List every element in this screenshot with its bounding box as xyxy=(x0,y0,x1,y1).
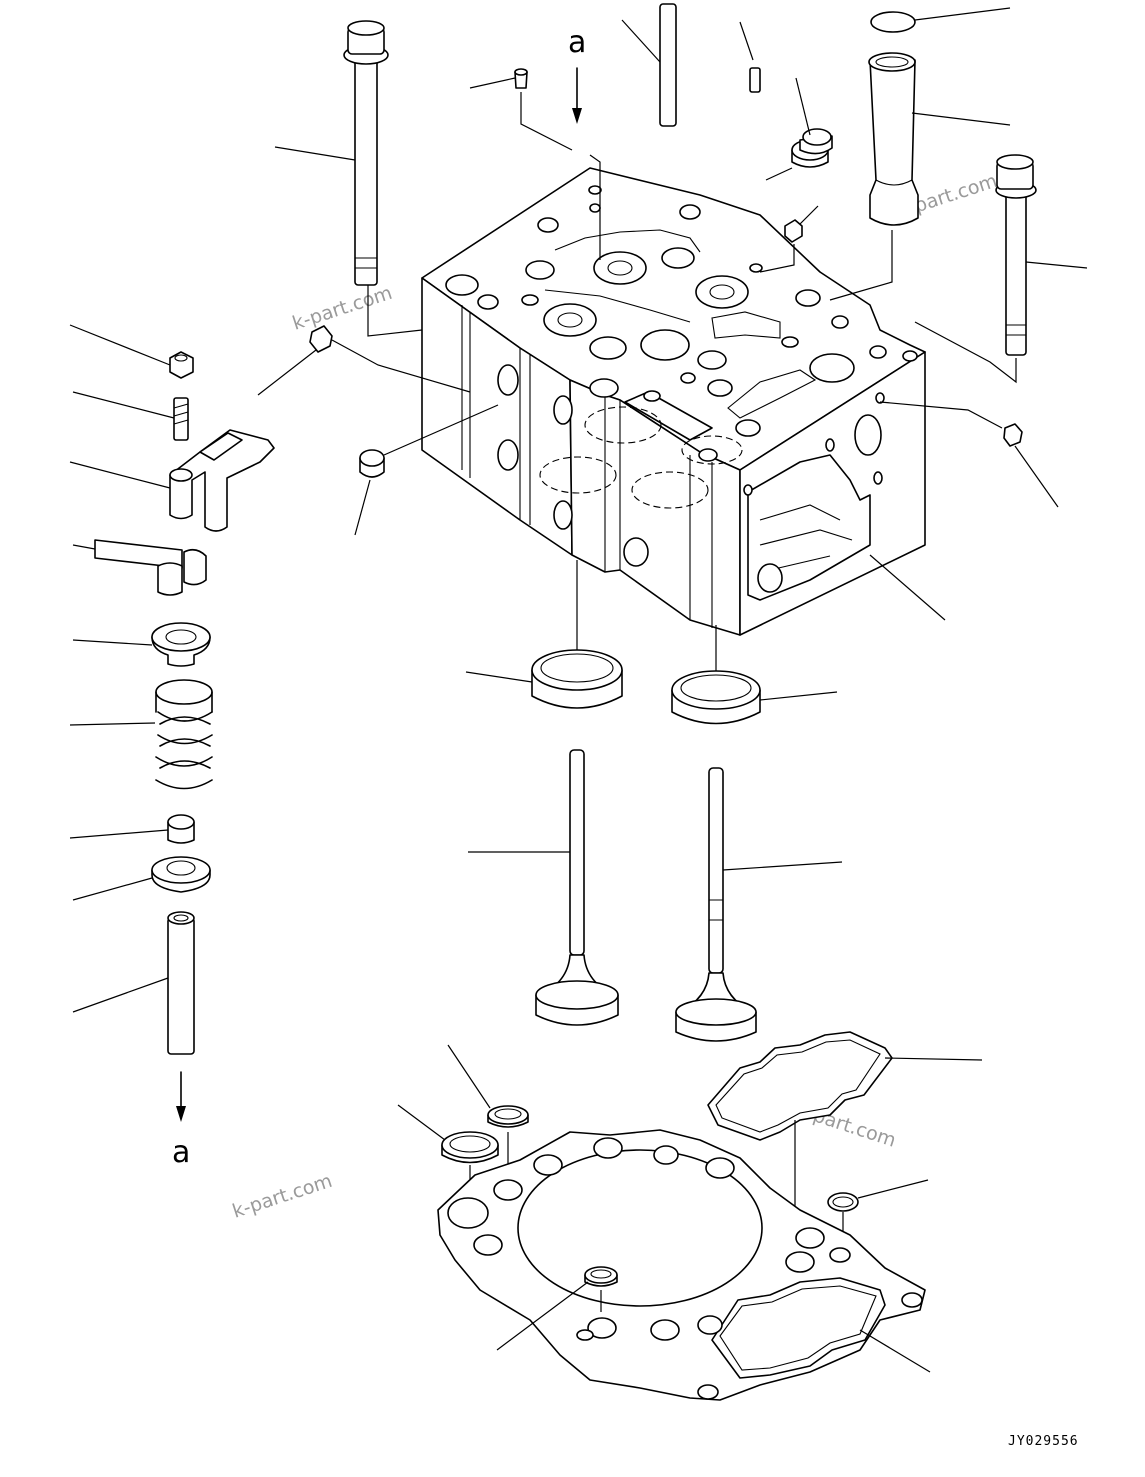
side-plug-right[interactable] xyxy=(1003,423,1023,447)
adjust-screw[interactable] xyxy=(173,397,189,441)
head-bolt-left[interactable] xyxy=(343,20,389,286)
valve-seat-insert-left[interactable] xyxy=(531,649,623,709)
valve-cotter[interactable] xyxy=(94,539,207,596)
drawing-code: JY029556 xyxy=(1008,1434,1079,1449)
valve-spring[interactable] xyxy=(155,679,213,790)
marker-top-arrowhead xyxy=(572,108,582,124)
small-pin[interactable] xyxy=(749,67,761,93)
valve-guide[interactable] xyxy=(167,911,195,1055)
head-bolt-right[interactable] xyxy=(995,154,1037,356)
cap-nut-small[interactable] xyxy=(784,219,803,243)
cap-plug[interactable] xyxy=(791,128,833,168)
o-ring-right[interactable] xyxy=(827,1192,859,1212)
cylinder-head[interactable] xyxy=(421,167,926,636)
cup-plug[interactable] xyxy=(359,449,385,478)
valve-seat-insert-right[interactable] xyxy=(671,670,761,725)
marker-bottom-arrowhead xyxy=(176,1106,186,1122)
watermark: k-part.com xyxy=(290,282,395,335)
valve-stem-seal[interactable] xyxy=(167,814,195,844)
dowel-pin[interactable] xyxy=(659,3,677,127)
marker-bottom-label: a xyxy=(172,1135,190,1170)
sleeve-tube[interactable] xyxy=(868,52,919,226)
top-disc[interactable] xyxy=(870,11,916,33)
gasket-ring[interactable] xyxy=(584,1266,618,1287)
nut[interactable] xyxy=(169,351,194,379)
side-plug-left[interactable] xyxy=(309,325,333,353)
marker-top-label: a xyxy=(568,25,586,60)
o-ring-small[interactable] xyxy=(487,1105,529,1128)
head-gasket[interactable] xyxy=(437,1129,926,1401)
valve-bridge[interactable] xyxy=(169,429,275,532)
o-ring-large[interactable] xyxy=(441,1131,499,1164)
screw-plug-top[interactable] xyxy=(514,68,528,89)
intake-valve[interactable] xyxy=(535,749,619,1026)
exhaust-valve[interactable] xyxy=(675,767,757,1042)
watermark: k-part.com xyxy=(230,1170,335,1223)
spring-retainer[interactable] xyxy=(151,622,211,667)
spring-seat[interactable] xyxy=(151,856,211,893)
